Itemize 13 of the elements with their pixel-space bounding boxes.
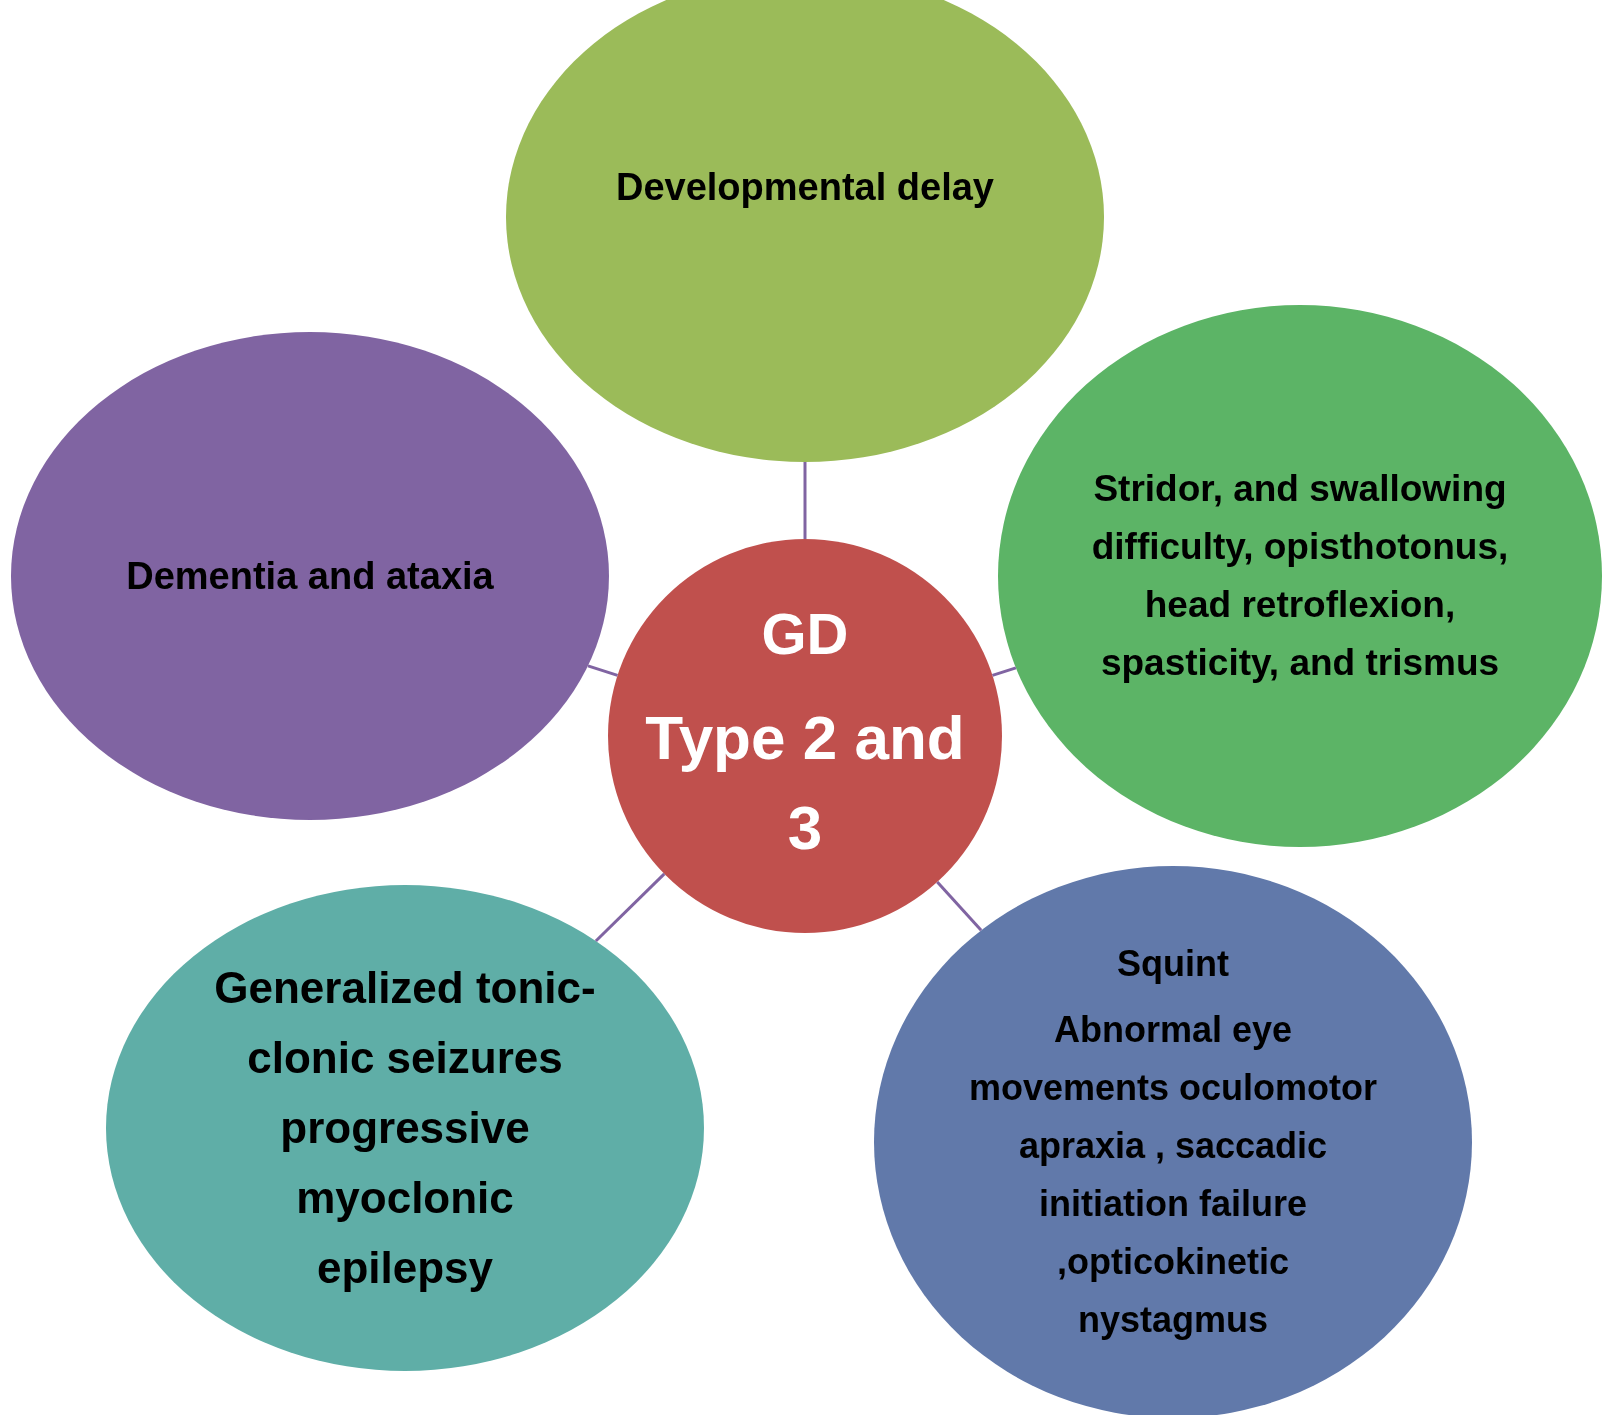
connector-line	[992, 666, 1017, 677]
node-text: GD	[761, 600, 849, 668]
node-text: Developmental delay	[615, 165, 994, 210]
node-text: Type 2 and 3	[645, 702, 965, 864]
connector-line	[587, 664, 618, 677]
connector-line	[936, 880, 983, 932]
node-text: Stridor, and swallowing difficulty, opisthotonus, head retroflexion, spasticity, and trismus	[1090, 467, 1510, 685]
node-text: Dementia and ataxia	[126, 554, 494, 599]
connector-line	[594, 872, 666, 943]
connector-line	[803, 462, 807, 539]
node-text: Abnormal eye movements oculomotor apraxia , saccadic initiation failure ,opticokinetic nystagmus	[967, 1008, 1379, 1342]
node-text: Squint	[1117, 942, 1229, 986]
node-text: Generalized tonic-clonic seizures progressive myoclonic epilepsy	[213, 962, 597, 1294]
